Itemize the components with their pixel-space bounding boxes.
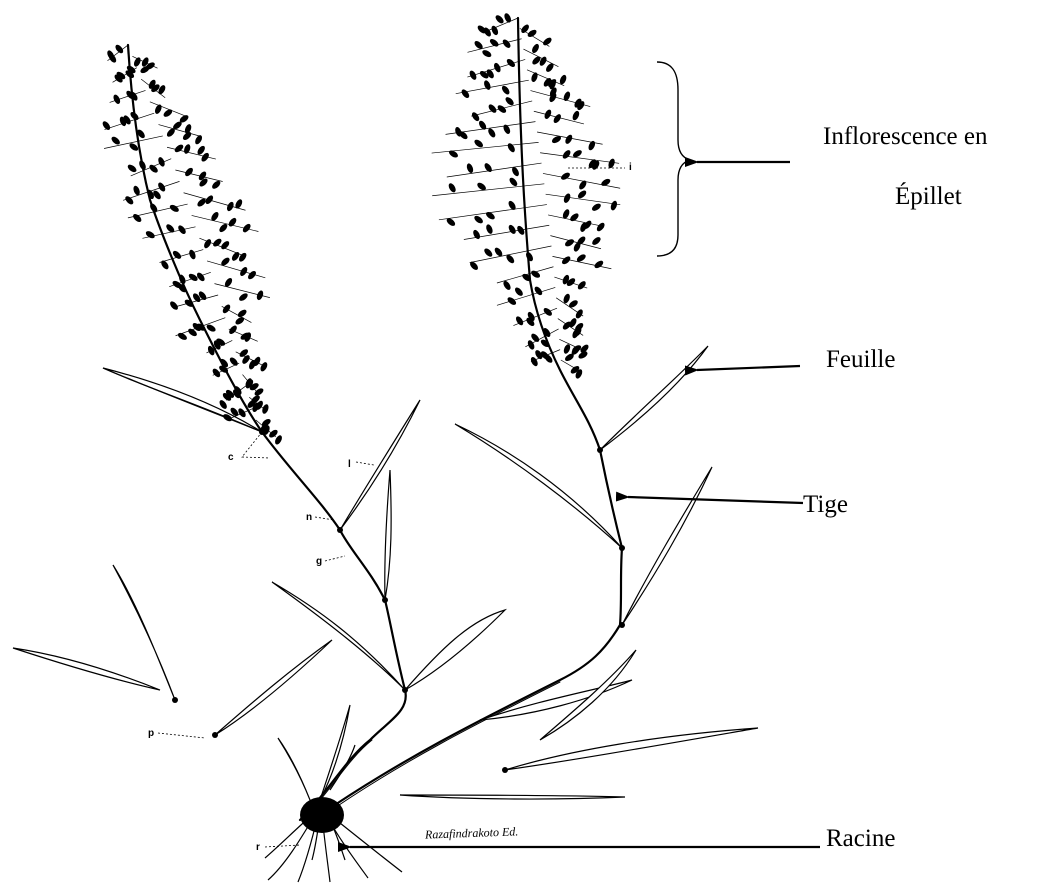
inflorescence-brace bbox=[657, 62, 690, 256]
part-letter-i: i bbox=[629, 162, 632, 173]
part-letter-r: r bbox=[256, 842, 260, 853]
arrow-tige bbox=[628, 497, 803, 503]
right-inflorescence bbox=[432, 12, 621, 379]
part-letter-n: n bbox=[306, 512, 312, 523]
part-letter-c: c bbox=[228, 452, 234, 463]
label-inflorescence-line1: Inflorescence en bbox=[823, 123, 987, 151]
label-tige: Tige bbox=[803, 491, 848, 519]
part-letter-l: l bbox=[348, 459, 351, 470]
label-feuille: Feuille bbox=[826, 346, 895, 374]
left-inflorescence bbox=[101, 43, 283, 445]
label-inflorescence-line2: Épillet bbox=[895, 183, 962, 211]
root-crown bbox=[300, 797, 344, 833]
part-letter-p: p bbox=[148, 728, 154, 739]
part-letter-g: g bbox=[316, 556, 322, 567]
arrow-feuille bbox=[697, 366, 800, 370]
label-racine: Racine bbox=[826, 825, 895, 853]
callout-arrows bbox=[350, 162, 820, 847]
culm-nodes bbox=[172, 429, 625, 773]
leaves bbox=[13, 346, 758, 800]
